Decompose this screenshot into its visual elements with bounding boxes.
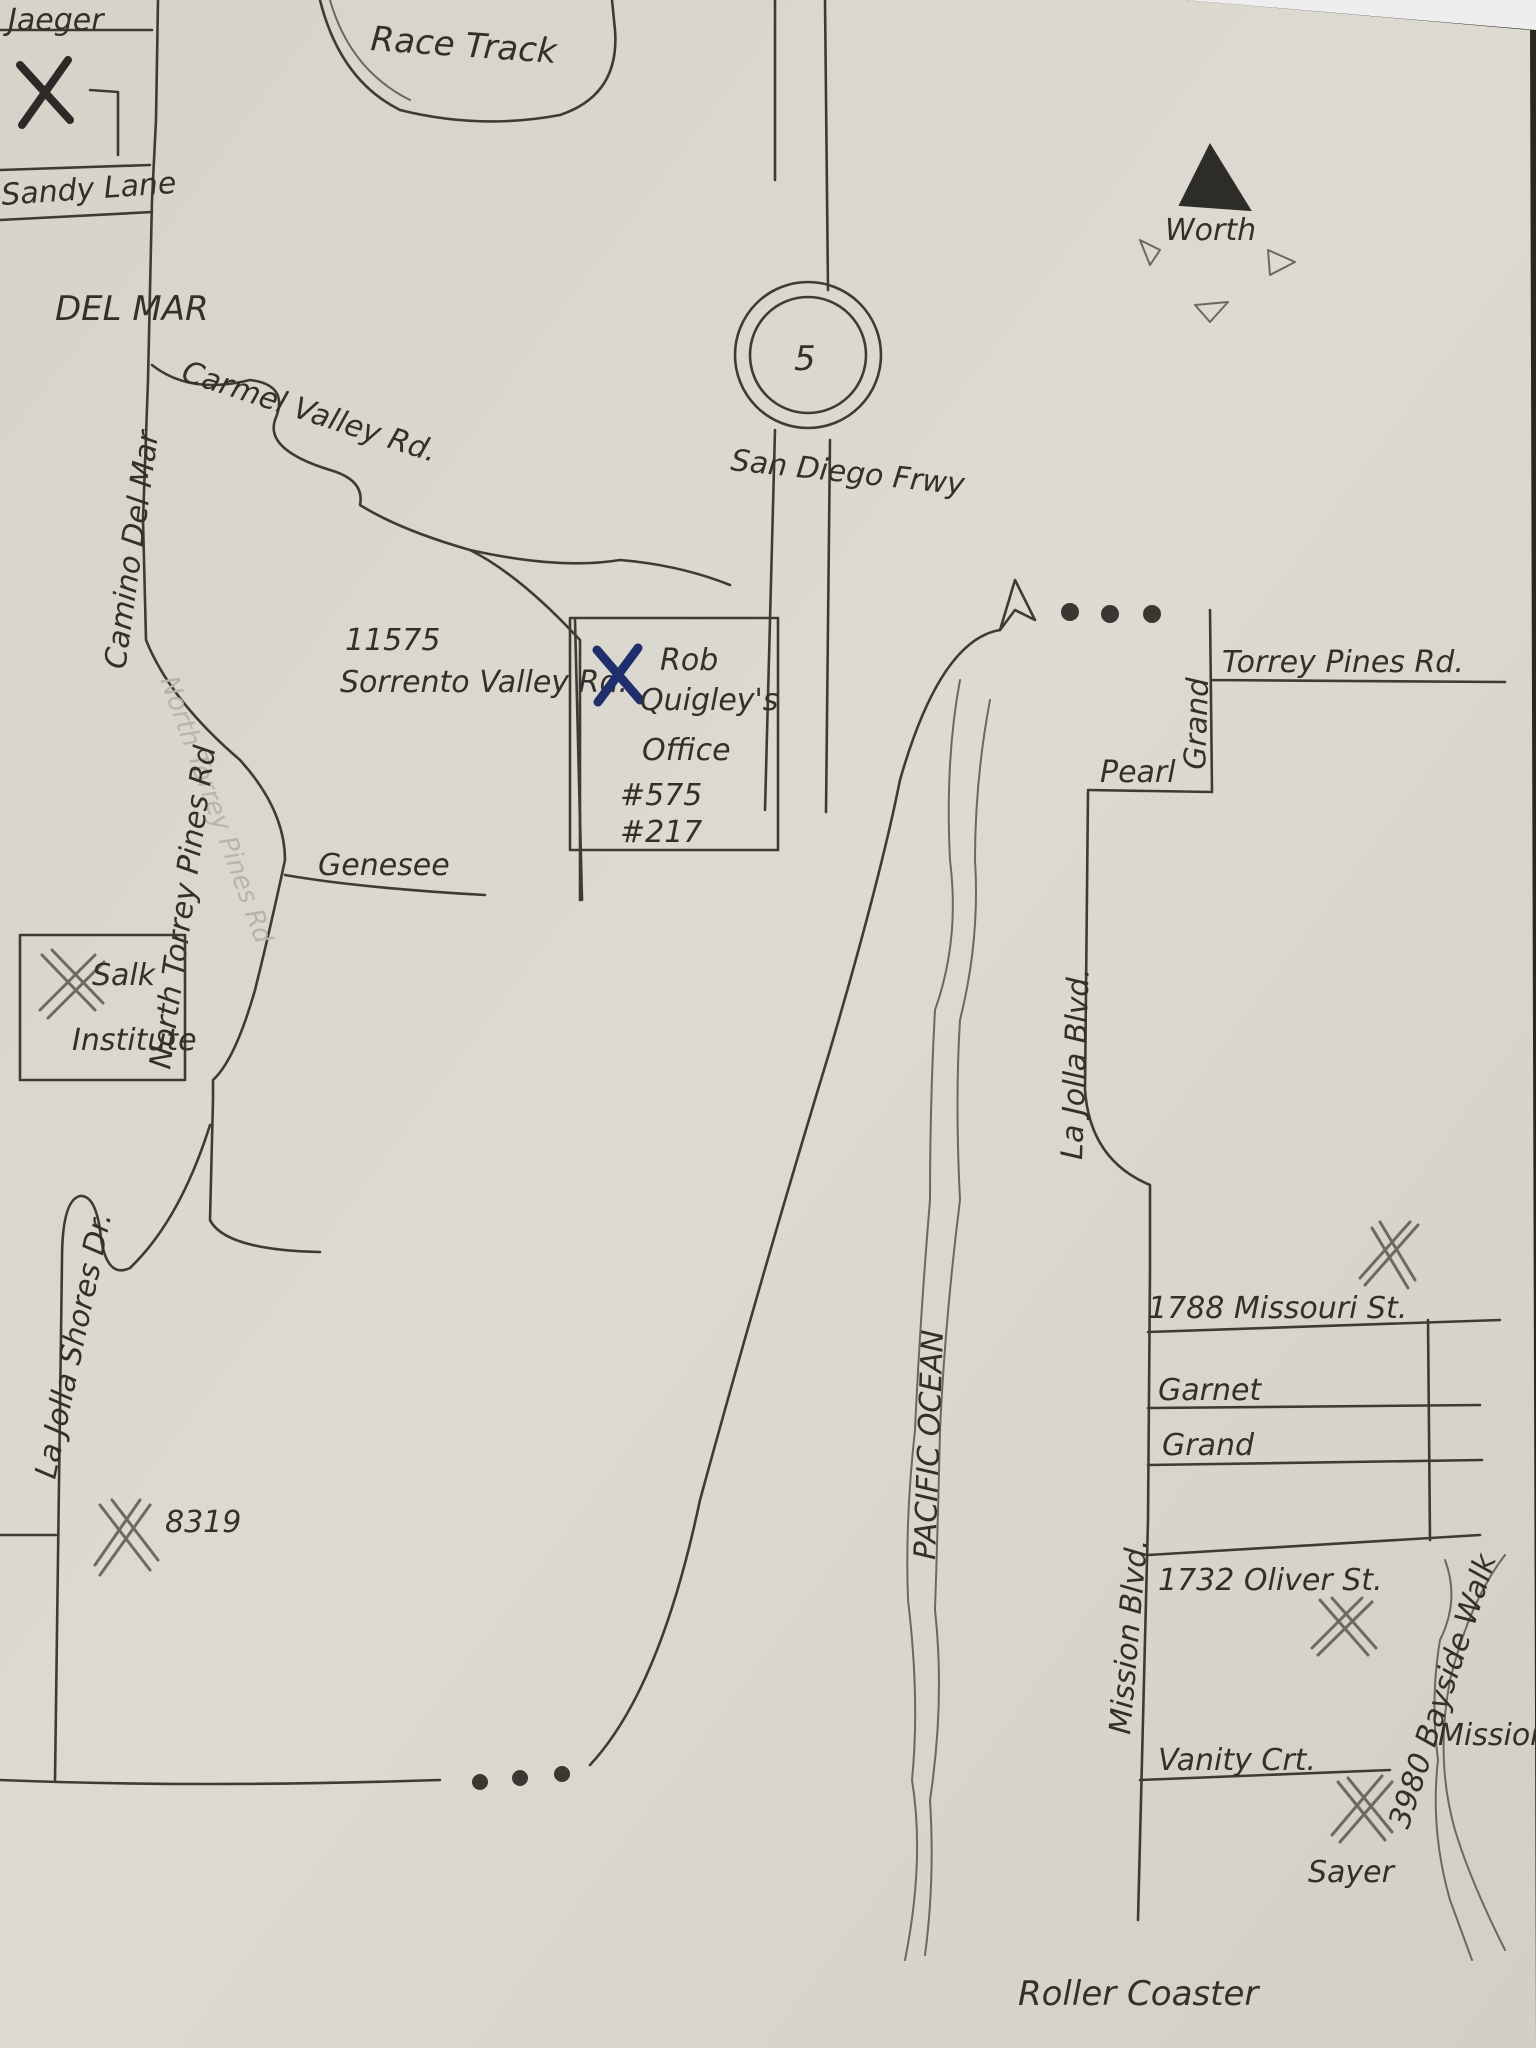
office-name-2: Quigley's — [640, 683, 778, 718]
connector-arrowhead — [998, 578, 1037, 632]
garnet-label: Garnet — [1158, 1373, 1262, 1408]
camino-del-mar-road — [141, 0, 322, 1254]
continuation-dot-4 — [1061, 603, 1079, 621]
bay-shoreline — [1442, 1554, 1506, 1951]
missouri-st-marker — [1358, 1220, 1420, 1290]
oliver-st-marker — [1310, 1596, 1378, 1657]
vanity-crt — [1138, 1768, 1392, 1782]
coast-connector-path — [588, 628, 1002, 1767]
carmel-valley-branch — [468, 548, 732, 587]
house-8319-label: 8319 — [165, 1505, 241, 1540]
grand-top-label: Grand — [1178, 676, 1216, 770]
la-jolla-blvd — [1083, 790, 1152, 1922]
i5-shield-outer — [733, 280, 883, 430]
sayer-label: Sayer — [1308, 1855, 1396, 1890]
torrey-pines-label: Torrey Pines Rd. — [1222, 645, 1464, 680]
north-arrow-label: Worth — [1165, 213, 1256, 248]
continuation-dot-3 — [554, 1766, 570, 1782]
salk-label: Salk — [92, 958, 157, 993]
mission-bay-label: Mission Bay — [1438, 1718, 1536, 1753]
salk-institute-marker — [38, 948, 106, 1020]
coastline-east — [924, 699, 991, 1956]
pearl-street — [1086, 788, 1214, 794]
genesee-label: Genesee — [318, 848, 450, 883]
jaeger-marker — [16, 56, 74, 129]
address-11575-label: 11575 — [345, 623, 440, 658]
la-jolla-blvd-label: La Jolla Blvd. — [1055, 967, 1097, 1160]
sandy-lane-road — [0, 163, 154, 222]
east-grid-edge — [1426, 1318, 1432, 1542]
i5-shield-inner — [748, 295, 868, 415]
genesee-road — [283, 873, 487, 897]
sorrento-valley-road — [573, 618, 584, 902]
office-name-1: Rob — [660, 643, 718, 678]
jaeger-label: Jaeger — [3, 3, 105, 38]
continuation-dot-6 — [1143, 605, 1161, 623]
salk-institute-box — [18, 933, 187, 1082]
del-mar-label: DEL MAR — [55, 289, 209, 329]
oliver-st-label: 1732 Oliver St. — [1158, 1563, 1383, 1598]
race-track-inner — [329, 0, 411, 101]
roller-coaster-label: Roller Coaster — [1018, 1974, 1260, 2014]
la-jolla-shores-dr — [53, 1123, 212, 1782]
house-8319-marker — [93, 1498, 160, 1577]
pacific-ocean-label: PACIFIC OCEAN — [908, 1329, 951, 1560]
race-track-oval — [318, 0, 617, 123]
vanity-crt-label: Vanity Crt. — [1158, 1743, 1316, 1778]
grand-st — [1146, 1458, 1484, 1467]
suite-217-label: #217 — [620, 815, 702, 850]
i5-west-line — [763, 0, 777, 812]
sayer-marker — [1330, 1774, 1394, 1844]
bayside-walk-line — [1433, 1559, 1473, 1961]
pearl-label: Pearl — [1100, 755, 1176, 790]
bottom-coast-road — [0, 1778, 442, 1786]
institute-label: Institute — [72, 1023, 197, 1058]
office-box — [568, 616, 780, 852]
coastline-west — [904, 679, 961, 1961]
paper-corner-edge — [1185, 0, 1536, 30]
grand-label: Grand — [1162, 1428, 1255, 1463]
i5-shield-number: 5 — [794, 339, 816, 379]
continuation-dot-2 — [512, 1770, 528, 1786]
continuation-dot-1 — [472, 1774, 488, 1790]
continuation-dot-5 — [1101, 605, 1119, 623]
missouri-st-label: 1788 Missouri St. — [1148, 1291, 1407, 1326]
missouri-st — [1146, 1318, 1502, 1334]
north-arrow: Worth — [1139, 142, 1296, 323]
office-name-3: Office — [642, 733, 731, 768]
jaeger-driveway — [88, 88, 120, 157]
garnet-st — [1146, 1403, 1482, 1410]
suite-575-label: #575 — [620, 778, 702, 813]
i5-east-line — [823, 0, 832, 814]
oliver-st — [1146, 1533, 1482, 1557]
carmel-valley-road — [150, 363, 582, 902]
rob-quigley-office-marker — [592, 643, 645, 707]
sorrento-label: Sorrento Valley Rd. — [340, 665, 628, 700]
torrey-pines-rd — [1208, 608, 1507, 792]
